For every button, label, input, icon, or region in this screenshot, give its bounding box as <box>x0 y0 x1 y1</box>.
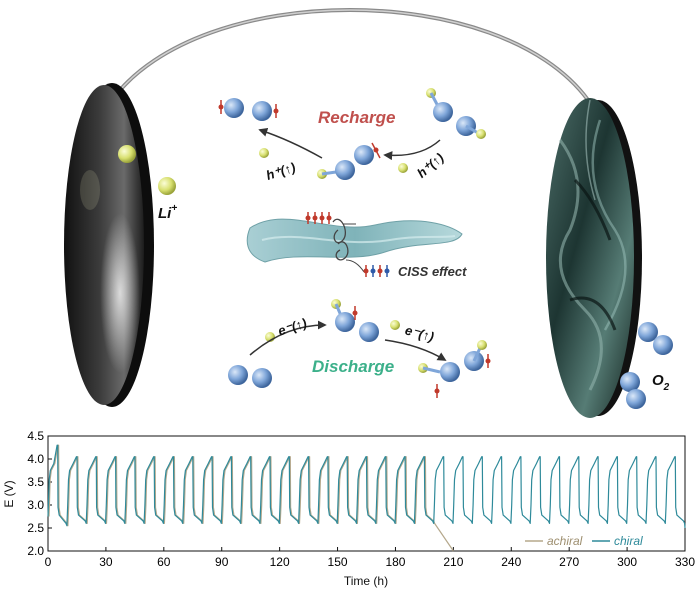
lithium-ion-discharge-right <box>390 320 400 330</box>
series-line-chiral <box>47 444 686 529</box>
li2o2-discharge-product <box>418 340 491 398</box>
y-tick-label: 2.5 <box>27 521 44 535</box>
y-tick-label: 3.0 <box>27 498 44 512</box>
y-tick-label: 2.0 <box>27 544 44 558</box>
o2-molecule-discharge-start <box>228 365 272 388</box>
ciss-effect-label: CISS effect <box>398 264 467 279</box>
recharge-arrow-right <box>383 139 441 161</box>
released-o2-molecule <box>218 98 279 121</box>
hole-label-left: h⁺(↑) <box>264 159 297 183</box>
x-tick-label: 300 <box>617 555 637 569</box>
y-axis-label: E (V) <box>2 480 16 507</box>
hole-label-right: h⁺(↑) <box>414 150 447 181</box>
o2-molecule-upper <box>638 322 673 355</box>
discharge-label: Discharge <box>312 357 394 376</box>
mixed-spin-electrons <box>363 265 390 277</box>
x-tick-label: 120 <box>270 555 290 569</box>
y-tick-label: 4.0 <box>27 452 44 466</box>
chiral-ribbon <box>246 218 463 263</box>
x-tick-label: 240 <box>501 555 521 569</box>
y-tick-label: 4.5 <box>27 429 44 443</box>
x-tick-label: 0 <box>45 555 52 569</box>
recharge-label: Recharge <box>318 108 395 127</box>
x-tick-label: 60 <box>157 555 171 569</box>
legend-chiral-label: chiral <box>614 534 643 548</box>
cathode-disk <box>546 98 642 418</box>
o2-molecule-lower <box>620 372 646 409</box>
li2o2-cluster-right <box>426 88 486 139</box>
discharge-arrow-right <box>384 339 447 361</box>
legend-achiral-label: achiral <box>547 534 583 548</box>
lithium-atom-on-anode <box>118 145 136 163</box>
legend: achiral chiral <box>525 534 643 548</box>
y-axis-ticks: 2.0 2.5 3.0 3.5 4.0 4.5 <box>27 429 52 558</box>
helix-coil <box>332 218 365 273</box>
li-ion-label: Li+ <box>158 203 177 222</box>
x-tick-label: 30 <box>99 555 113 569</box>
spin-up-electrons <box>305 212 332 224</box>
voltage-time-chart: 2.0 2.5 3.0 3.5 4.0 4.5 0 30 60 90 120 150 180 210 24… <box>2 429 695 588</box>
recharge-arrow-left <box>258 128 323 159</box>
lio2-intermediate <box>317 142 381 180</box>
external-circuit-wire <box>110 8 590 102</box>
anode-disk <box>64 83 154 407</box>
x-tick-label: 210 <box>443 555 463 569</box>
series-line-achiral <box>48 444 454 552</box>
electron-label-left: e⁻(↑) <box>276 315 308 338</box>
lithium-ion <box>158 177 176 195</box>
x-tick-label: 270 <box>559 555 579 569</box>
x-axis-ticks: 0 30 60 90 120 150 180 210 240 270 300 330 <box>45 547 695 569</box>
lithium-ion-recharge-left <box>259 148 269 158</box>
y-tick-label: 3.5 <box>27 475 44 489</box>
discharge-arrow-left <box>249 320 327 356</box>
x-tick-label: 90 <box>215 555 229 569</box>
o2-label: O2 <box>652 372 670 393</box>
x-tick-label: 180 <box>385 555 405 569</box>
lio2-discharge-intermediate <box>331 299 379 342</box>
x-axis-label: Time (h) <box>344 574 388 588</box>
electron-label-right: e⁻(↑) <box>403 322 435 344</box>
lithium-ion-recharge-right <box>398 163 408 173</box>
x-tick-label: 330 <box>675 555 695 569</box>
series-lines <box>47 444 686 552</box>
x-tick-label: 150 <box>328 555 348 569</box>
